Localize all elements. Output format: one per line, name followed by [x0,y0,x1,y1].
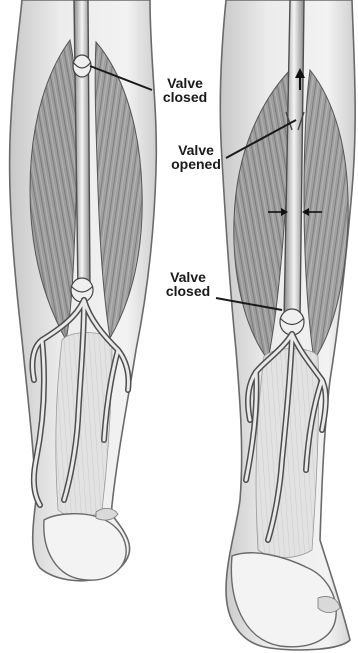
valve-closed-label-upper: Valve closed [147,76,223,104]
callout-line2: closed [150,284,226,298]
callout-line2: opened [158,157,234,171]
left-upper-valve-closed [73,55,91,77]
valve-opened-label: Valve opened [158,143,234,171]
callout-line1: Valve [150,270,226,284]
callout-line2: closed [147,90,223,104]
right-leg [216,0,355,650]
left-leg [10,0,157,581]
callout-line1: Valve [158,143,234,157]
callout-line1: Valve [147,76,223,90]
valve-closed-label-lower: Valve closed [150,270,226,298]
